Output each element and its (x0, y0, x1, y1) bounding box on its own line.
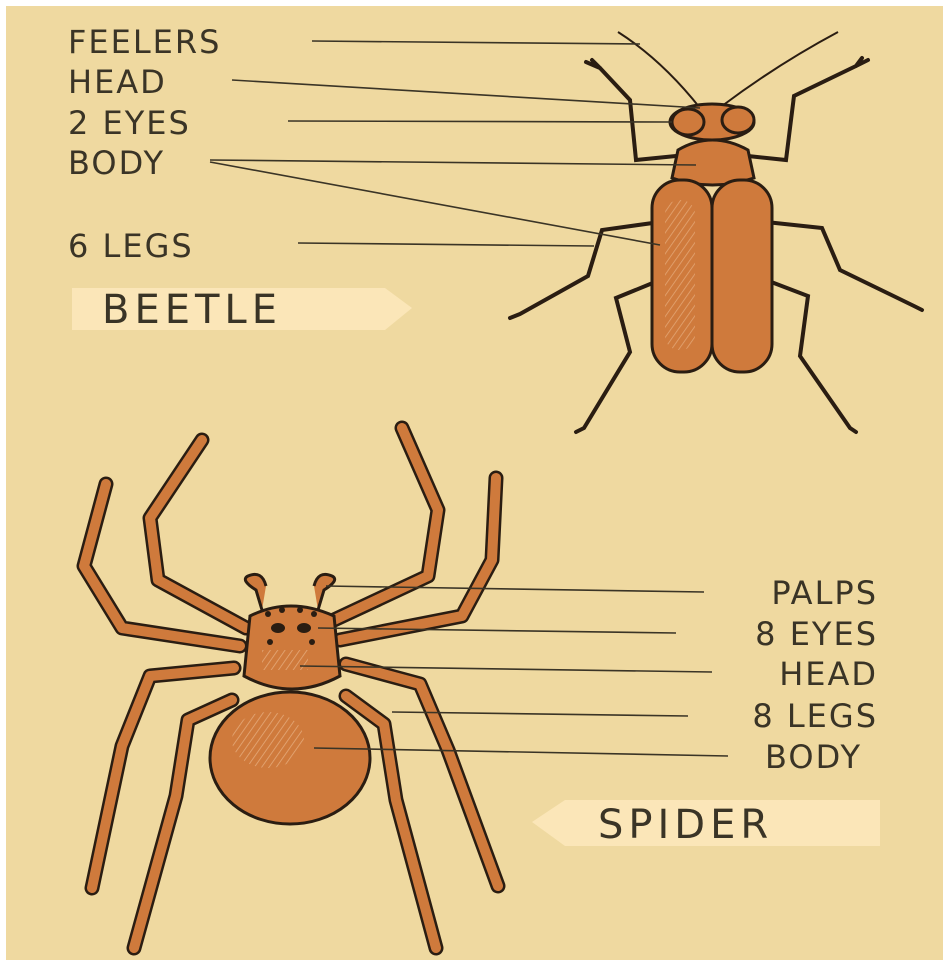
beetle-leg-hind-right (766, 280, 856, 432)
spider-label-body: BODY (765, 738, 862, 776)
spider-label-legs: 8 LEGS (752, 697, 878, 735)
beetle-leg-front-right (748, 58, 868, 160)
beetle-eye-right (722, 107, 754, 133)
beetle-thorax (672, 140, 754, 185)
beetle-leader-feelers (312, 41, 640, 44)
beetle-wing-right (712, 180, 772, 372)
beetle-leader-body-2 (210, 162, 660, 245)
beetle-label-body: BODY (68, 144, 165, 182)
beetle-feeler-right (722, 32, 838, 106)
spider-illustration: PALPS 8 EYES HEAD 8 LEGS BODY SPIDER (84, 428, 880, 948)
spider-label-eyes: 8 EYES (755, 615, 878, 653)
beetle-leg-front-left (586, 60, 676, 160)
beetle-title: BEETLE (102, 287, 282, 333)
beetle-leg-middle-left (510, 222, 660, 318)
spider-palp-left (245, 574, 266, 610)
beetle-eye-left (672, 109, 704, 135)
beetle-label-eyes: 2 EYES (68, 104, 191, 142)
beetle-label-legs: 6 LEGS (68, 227, 194, 265)
spider-palp-right (314, 574, 335, 610)
beetle-leader-body-1 (210, 160, 696, 165)
spider-leader-body (314, 748, 728, 756)
spider-head (244, 606, 340, 689)
beetle-leg-middle-right (766, 222, 922, 310)
beetle-label-head: HEAD (68, 63, 167, 101)
beetle-illustration: FEELERS HEAD 2 EYES BODY 6 LEGS BEETLE (68, 23, 922, 432)
beetle-leader-head (232, 80, 700, 108)
beetle-leader-eyes (288, 121, 672, 122)
spider-title: SPIDER (598, 802, 773, 848)
beetle-leader-legs (298, 243, 594, 246)
beetle-leg-hind-left (576, 280, 660, 432)
beetle-label-feelers: FEELERS (68, 23, 221, 61)
spider-label-palps: PALPS (771, 574, 878, 612)
spider-label-head: HEAD (779, 655, 878, 693)
